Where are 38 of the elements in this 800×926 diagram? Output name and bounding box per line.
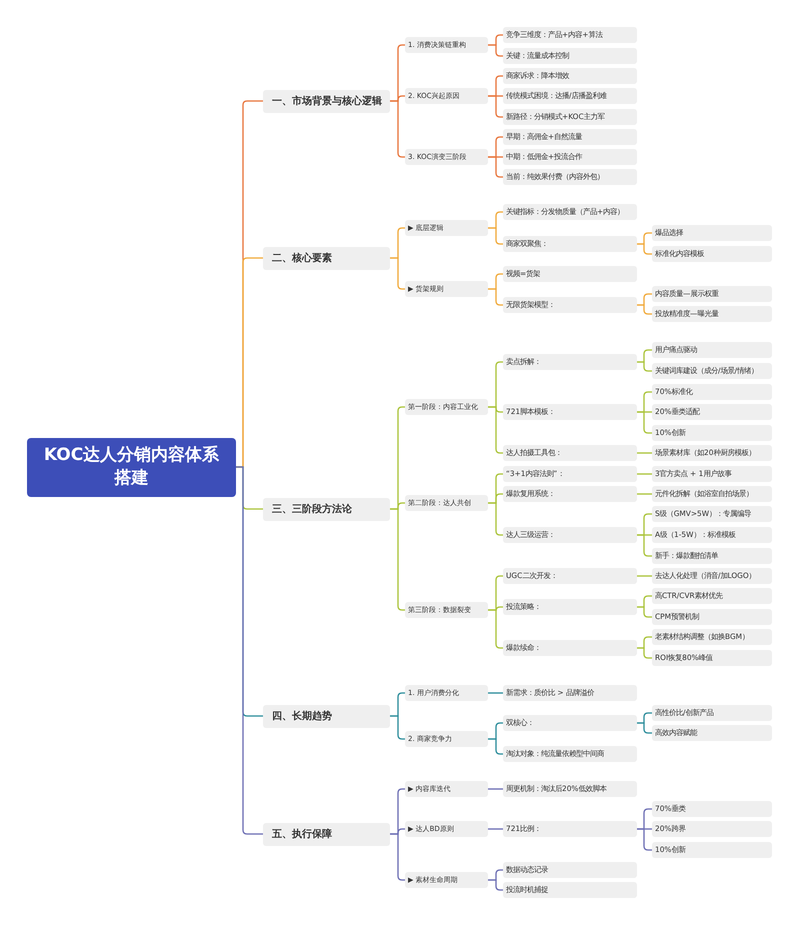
connector-line [637,493,652,495]
connector-line [488,44,503,57]
connector-line [390,508,405,611]
connector-line [637,828,652,851]
connector-line [390,833,405,881]
connector-line [488,879,503,891]
connector-line [637,575,652,577]
connector-line [637,606,652,618]
topic-box: 二、核心要素 [263,246,390,270]
connector-line [637,361,652,372]
topic-box: 四、长期趋势 [263,704,390,728]
connector-line [236,466,263,835]
connector-line [637,722,652,734]
connector-line [390,715,405,740]
connector-line [390,257,405,290]
connector-line [488,738,503,755]
topic-box: 五、执行保障 [263,822,390,846]
connector-line [488,609,503,649]
connector-line [637,411,652,434]
connector-line [488,227,503,245]
connector-line [488,288,503,306]
connector-line [488,692,503,694]
connector-line [637,452,652,454]
connector-line [488,95,503,118]
topic-box: 三、三阶段方法论 [263,498,390,520]
connector-line [637,304,652,315]
connector-line [488,788,503,790]
connector-line [488,828,503,830]
connector-line [488,502,503,536]
topic-box: 一、市场背景与核心逻辑 [263,90,390,112]
connector-line [637,534,652,557]
connector-line [390,100,405,158]
connector-line [637,243,652,255]
connector-line [488,156,503,178]
connector-line [488,406,503,454]
connector-line [637,647,652,659]
central-topic-box: KOC达人分销内容体系搭建 [27,438,236,496]
connector-line [637,473,652,475]
